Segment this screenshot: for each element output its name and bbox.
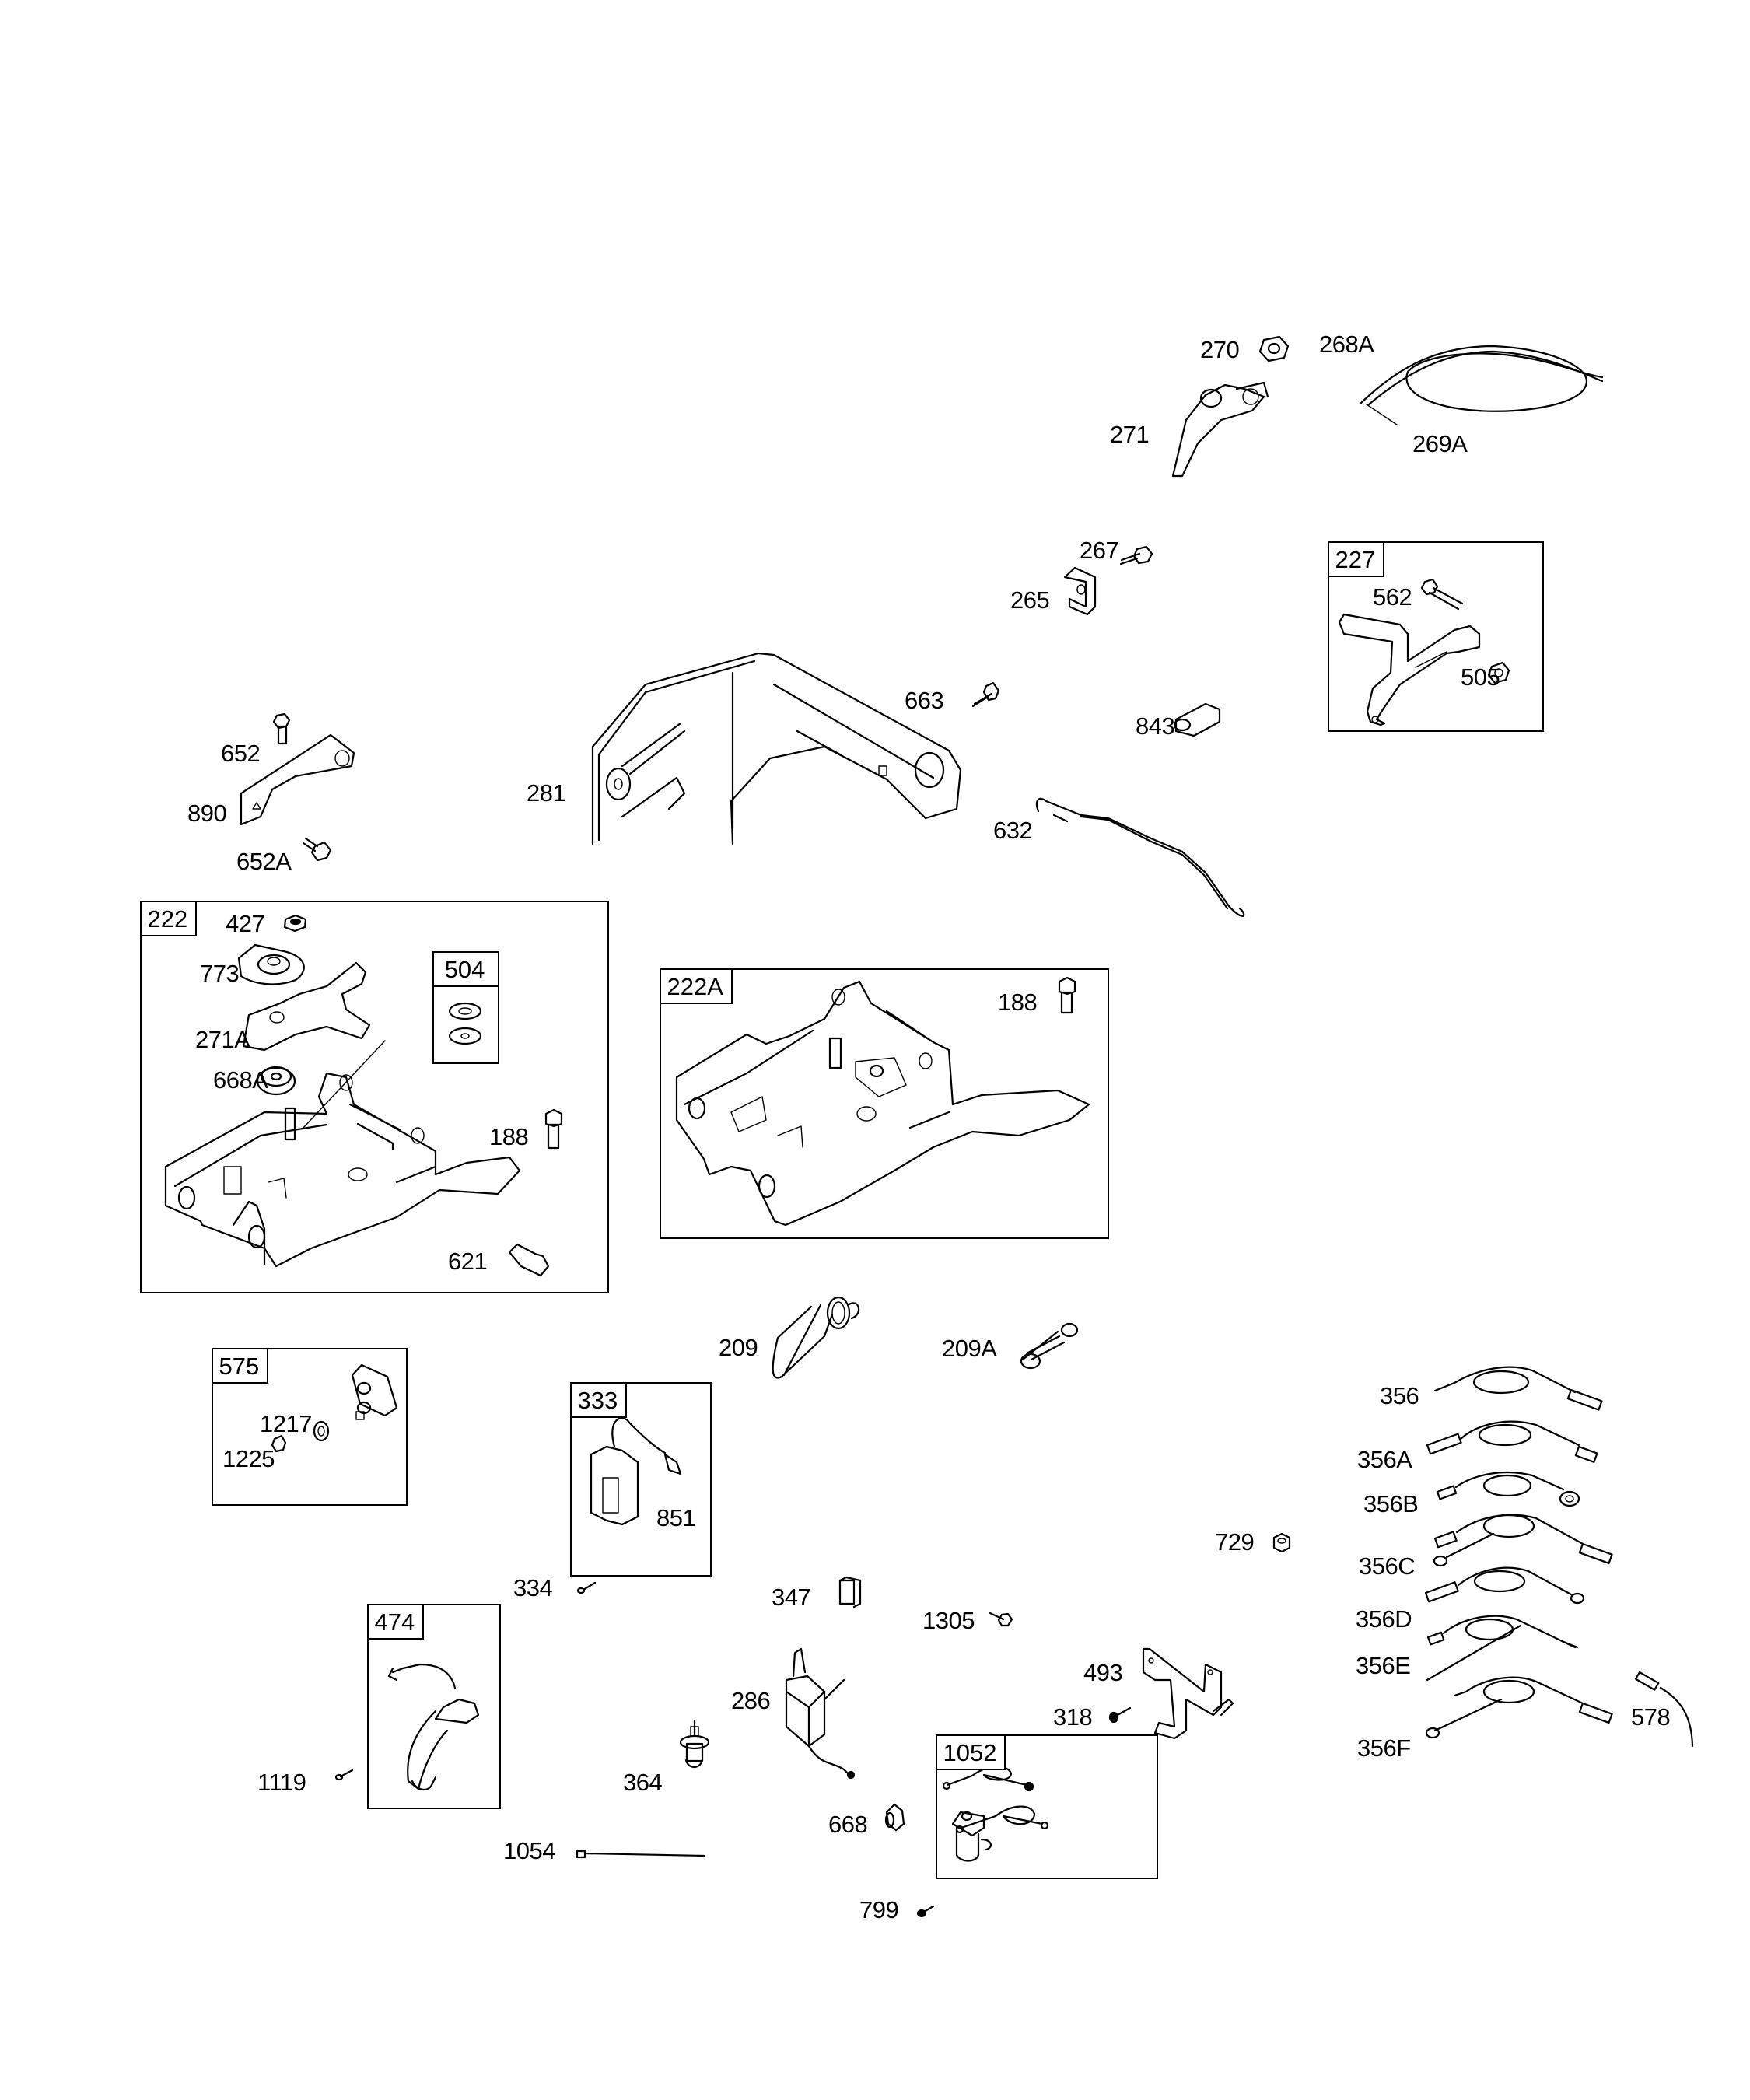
block-843-icon — [1173, 702, 1221, 737]
screw-1119-icon — [334, 1769, 354, 1781]
spring-209-icon — [772, 1296, 860, 1379]
kit-tag-222A[interactable]: 222A — [659, 968, 733, 1004]
callout-663[interactable]: 663 — [905, 687, 944, 714]
bushing-668-icon — [884, 1803, 905, 1832]
callout-851[interactable]: 851 — [656, 1504, 696, 1531]
kit-box-1052: 1052 — [935, 1734, 1158, 1879]
callout-356C[interactable]: 356C — [1359, 1552, 1416, 1580]
bolt-652-icon — [272, 712, 291, 745]
callout-209A[interactable]: 209A — [942, 1335, 997, 1362]
sensor-364-icon — [679, 1719, 710, 1769]
callout-265[interactable]: 265 — [1010, 586, 1050, 614]
screw-663-icon — [971, 681, 1000, 708]
callout-188-kit222A[interactable]: 188 — [998, 989, 1038, 1016]
callout-505[interactable]: 505 — [1461, 663, 1500, 691]
callout-890[interactable]: 890 — [187, 800, 227, 827]
screw-799-icon — [916, 1905, 935, 1918]
wire-356-icon — [1433, 1366, 1603, 1411]
bracket-493-icon — [1142, 1647, 1234, 1740]
callout-621[interactable]: 621 — [448, 1248, 488, 1275]
callout-209[interactable]: 209 — [719, 1334, 758, 1361]
callout-799[interactable]: 799 — [859, 1896, 899, 1923]
kit-box-504: 504 — [432, 950, 499, 1064]
callout-1217[interactable]: 1217 — [260, 1410, 312, 1437]
callout-652A[interactable]: 652A — [236, 848, 292, 875]
wire-356B-icon — [1436, 1471, 1580, 1507]
callout-1305[interactable]: 1305 — [922, 1607, 975, 1634]
kit-box-333: 333 — [569, 1381, 712, 1577]
callout-281[interactable]: 281 — [527, 779, 566, 807]
wire-356A-icon — [1426, 1420, 1598, 1463]
callout-493[interactable]: 493 — [1083, 1659, 1123, 1686]
kit-box-222A: 222A — [659, 968, 1109, 1239]
cable-268A-icon — [1360, 345, 1604, 425]
kit-box-474: 474 — [366, 1603, 501, 1809]
callout-356D[interactable]: 356D — [1356, 1605, 1412, 1633]
screw-1305-icon — [989, 1612, 1013, 1627]
spring-209A-icon — [1020, 1322, 1079, 1370]
callout-347[interactable]: 347 — [772, 1584, 811, 1611]
callout-356E[interactable]: 356E — [1356, 1652, 1411, 1679]
tie-strap-1054-icon — [576, 1850, 705, 1859]
kit-tag-504[interactable]: 504 — [432, 950, 499, 987]
kit-tag-227[interactable]: 227 — [1327, 541, 1385, 577]
callout-269A[interactable]: 269A — [1412, 430, 1468, 457]
callout-652[interactable]: 652 — [221, 740, 261, 767]
callout-668A[interactable]: 668A — [213, 1066, 268, 1094]
screw-334-icon — [576, 1581, 597, 1594]
callout-267[interactable]: 267 — [1080, 537, 1119, 564]
callout-268A[interactable]: 268A — [1319, 331, 1374, 358]
wire-356D-icon — [1424, 1566, 1585, 1605]
screw-267-icon — [1119, 545, 1153, 565]
lever-271-icon — [1171, 381, 1269, 478]
wire-356F-icon — [1425, 1676, 1613, 1739]
kit-tag-575[interactable]: 575 — [211, 1347, 269, 1384]
relay-286-icon — [785, 1647, 856, 1780]
callout-188-kit222[interactable]: 188 — [489, 1123, 529, 1150]
kit-tag-222[interactable]: 222 — [139, 900, 198, 936]
bracket-281-icon — [591, 652, 962, 845]
callout-1054[interactable]: 1054 — [503, 1837, 555, 1864]
screw-318-icon — [1108, 1706, 1132, 1724]
callout-729[interactable]: 729 — [1215, 1528, 1255, 1556]
kit-tag-474[interactable]: 474 — [366, 1603, 425, 1640]
callout-356A[interactable]: 356A — [1357, 1446, 1412, 1473]
kit-box-222: 222 — [139, 900, 609, 1293]
callout-334[interactable]: 334 — [513, 1574, 553, 1601]
kit-tag-1052[interactable]: 1052 — [935, 1734, 1006, 1770]
callout-356F[interactable]: 356F — [1357, 1734, 1411, 1762]
kit-box-227: 227 — [1327, 541, 1544, 732]
callout-1119[interactable]: 1119 — [257, 1769, 306, 1796]
callout-364[interactable]: 364 — [623, 1769, 663, 1796]
spring-632-icon — [1035, 797, 1245, 917]
callout-286[interactable]: 286 — [731, 1687, 771, 1714]
callout-356[interactable]: 356 — [1380, 1382, 1419, 1409]
callout-318[interactable]: 318 — [1053, 1703, 1093, 1731]
callout-562[interactable]: 562 — [1373, 583, 1412, 611]
callout-270[interactable]: 270 — [1200, 336, 1240, 363]
callout-1225[interactable]: 1225 — [222, 1445, 275, 1472]
callout-773[interactable]: 773 — [200, 960, 240, 987]
nut-729-icon — [1272, 1532, 1291, 1553]
callout-271A[interactable]: 271A — [195, 1026, 250, 1053]
callout-427[interactable]: 427 — [226, 910, 265, 937]
hex-nut-270-icon — [1258, 335, 1290, 362]
wire-356E-icon — [1426, 1615, 1579, 1682]
kit-box-575: 575 — [211, 1347, 408, 1506]
callout-356B[interactable]: 356B — [1363, 1490, 1419, 1517]
callout-632[interactable]: 632 — [993, 817, 1033, 844]
callout-271[interactable]: 271 — [1110, 421, 1150, 448]
wire-356C-icon — [1433, 1514, 1613, 1567]
callout-578[interactable]: 578 — [1631, 1703, 1671, 1731]
callout-843[interactable]: 843 — [1136, 712, 1175, 740]
terminal-347-icon — [838, 1576, 862, 1608]
clip-265-icon — [1063, 566, 1097, 616]
kit-tag-333[interactable]: 333 — [569, 1381, 628, 1418]
callout-668[interactable]: 668 — [828, 1811, 868, 1838]
bolt-652A-icon — [302, 837, 332, 862]
